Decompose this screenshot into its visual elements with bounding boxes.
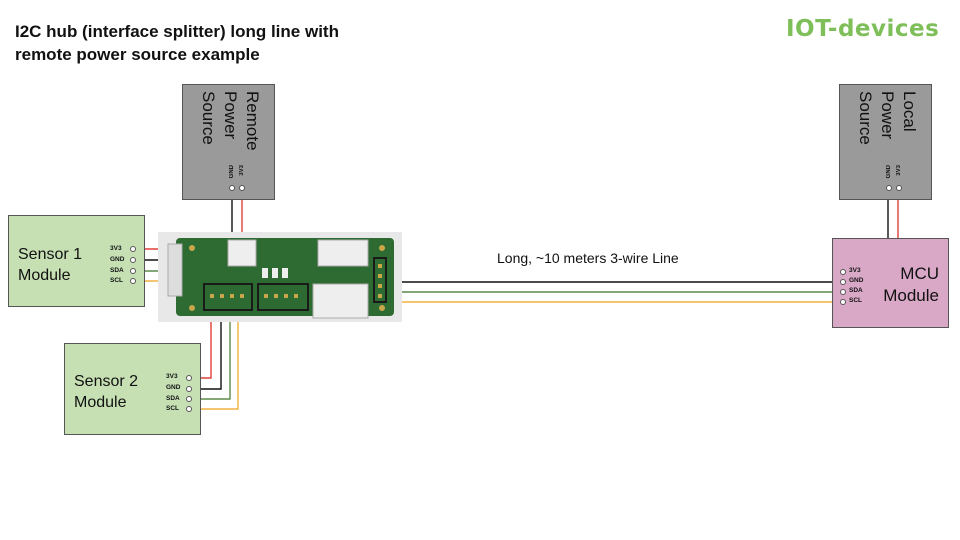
i2c-hub-board bbox=[158, 232, 402, 322]
remote-power-source: Remote Power Source GND 3V3 bbox=[182, 84, 275, 200]
mcu-pin-3v3: 3V3 bbox=[849, 267, 861, 274]
sensor-2-module: Sensor 2 Module 3V3 GND SDA SCL bbox=[64, 343, 201, 435]
remote-power-line3: Source bbox=[199, 91, 218, 145]
long-line-wires bbox=[398, 281, 842, 303]
sensor-1-pin-dot bbox=[130, 257, 136, 263]
sensor-2-pin-dot bbox=[186, 386, 192, 392]
mcu-module: MCU Module 3V3 GND SDA SCL bbox=[832, 238, 949, 328]
remote-power-line1: Remote bbox=[243, 91, 262, 151]
sensor-2-pin-gnd: GND bbox=[166, 384, 181, 391]
remote-power-pin-dot bbox=[229, 185, 235, 191]
local-power-line2: Power bbox=[878, 91, 897, 140]
mcu-label: MCU Module bbox=[877, 263, 939, 307]
remote-power-pin-dot bbox=[239, 185, 245, 191]
local-power-source: Local Power Source GND 3V3 bbox=[839, 84, 932, 200]
sensor-1-pin-dot bbox=[130, 246, 136, 252]
local-power-pin-dot bbox=[896, 185, 902, 191]
sensor-2-pin-dot bbox=[186, 406, 192, 412]
local-power-line1: Local bbox=[900, 91, 919, 132]
sensor-1-name-line1: Sensor 1 bbox=[18, 246, 83, 263]
sensor-2-pin-sda: SDA bbox=[166, 395, 180, 402]
sensor-1-module: Sensor 1 Module 3V3 GND SDA SCL bbox=[8, 215, 145, 307]
sensor-2-pin-3v3: 3V3 bbox=[166, 373, 178, 380]
remote-power-pin-gnd: GND bbox=[229, 165, 235, 179]
sensor-1-pin-sda: SDA bbox=[110, 267, 124, 274]
mcu-pin-dot bbox=[840, 299, 846, 305]
sensor-1-pin-scl: SCL bbox=[110, 277, 123, 284]
local-power-label: Local Power Source bbox=[854, 91, 920, 145]
sensor-1-pin-dot bbox=[130, 278, 136, 284]
sensor-2-label: Sensor 2 Module bbox=[74, 371, 138, 413]
sensor-1-label: Sensor 1 Module bbox=[18, 244, 82, 286]
mcu-pin-dot bbox=[840, 269, 846, 275]
mcu-pin-sda: SDA bbox=[849, 287, 863, 294]
mcu-pin-dot bbox=[840, 279, 846, 285]
local-power-line3: Source bbox=[856, 91, 875, 145]
sensor-2-name-line1: Sensor 2 bbox=[74, 373, 139, 390]
local-power-pin-3v3: 3V3 bbox=[896, 165, 902, 176]
remote-power-pin-3v3: 3V3 bbox=[239, 165, 245, 176]
mcu-pin-gnd: GND bbox=[849, 277, 864, 284]
page-title: I2C hub (interface splitter) long line w… bbox=[15, 20, 435, 66]
iot-devices-logo: IOT-devices bbox=[786, 16, 940, 42]
sensor-1-name-line2: Module bbox=[18, 267, 71, 284]
sensor-2-name-line2: Module bbox=[74, 394, 127, 411]
mcu-pin-scl: SCL bbox=[849, 297, 862, 304]
sensor-1-pin-dot bbox=[130, 268, 136, 274]
sensor-2-pin-dot bbox=[186, 396, 192, 402]
local-power-pin-gnd: GND bbox=[886, 165, 892, 179]
sensor-1-pin-gnd: GND bbox=[110, 256, 125, 263]
sensor-2-pin-dot bbox=[186, 375, 192, 381]
long-line-label: Long, ~10 meters 3-wire Line bbox=[497, 250, 679, 266]
sensor-2-pin-scl: SCL bbox=[166, 405, 179, 412]
title-line-2: remote power source example bbox=[15, 45, 260, 64]
mcu-name-line1: MCU bbox=[900, 264, 939, 283]
remote-power-line2: Power bbox=[221, 91, 240, 140]
mcu-pin-dot bbox=[840, 289, 846, 295]
remote-power-label: Remote Power Source bbox=[197, 91, 263, 151]
mcu-name-line2: Module bbox=[883, 286, 939, 305]
title-line-1: I2C hub (interface splitter) long line w… bbox=[15, 22, 339, 41]
local-power-pin-dot bbox=[886, 185, 892, 191]
sensor-1-pin-3v3: 3V3 bbox=[110, 245, 122, 252]
